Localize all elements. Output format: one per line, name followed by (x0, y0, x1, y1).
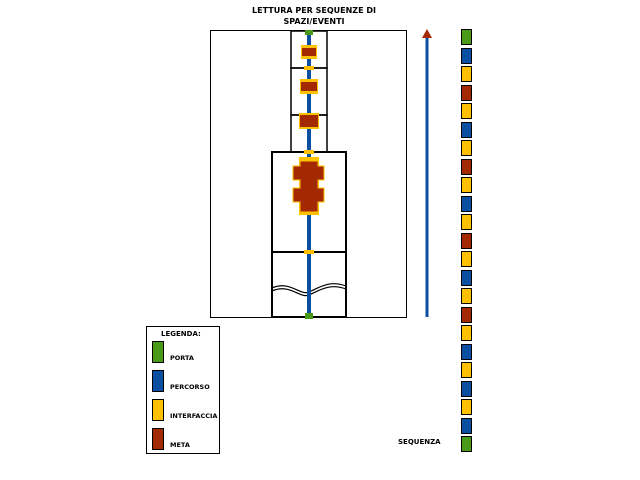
legend-swatch-meta (152, 428, 164, 450)
interface-4 (304, 250, 314, 254)
sequence-cell-interfaccia (461, 214, 472, 230)
diagram-title: LETTURA PER SEQUENZE DI SPAZI/EVENTI (200, 5, 428, 27)
sequence-cell-percorso (461, 343, 472, 360)
sequence-cell-meta (461, 232, 472, 249)
legend-swatch-interfaccia (152, 399, 164, 421)
legend-swatch-porta (152, 341, 164, 363)
title-line-1: LETTURA PER SEQUENZE DI (252, 6, 376, 15)
legend-label-interfaccia: INTERFACCIA (170, 412, 218, 420)
legend: LEGENDA: PORTA PERCORSO INTERFACCIA META (146, 326, 220, 454)
goal-1 (302, 48, 316, 56)
sequence-cell-porta (461, 436, 472, 452)
sequence-cell-porta (461, 29, 472, 45)
sequence-cell-percorso (461, 121, 472, 138)
sequence-column (461, 29, 472, 455)
sequence-cell-percorso (461, 380, 472, 397)
legend-swatch-percorso (152, 370, 164, 392)
interface-1 (304, 66, 314, 70)
interface-3 (304, 150, 314, 154)
door-bottom (305, 313, 313, 319)
sequence-cell-interfaccia (461, 399, 472, 415)
door-top (305, 30, 313, 35)
title-line-2: SPAZI/EVENTI (283, 17, 345, 26)
goal-3 (300, 115, 318, 127)
legend-label-meta: META (170, 441, 190, 449)
sequence-cell-percorso (461, 269, 472, 286)
sequence-arrow-head (422, 29, 432, 38)
legend-title: LEGENDA: (161, 330, 201, 338)
sequence-cell-percorso (461, 47, 472, 64)
sequence-cell-interfaccia (461, 251, 472, 267)
sequence-cell-meta (461, 158, 472, 175)
goal-2 (301, 82, 317, 91)
sequence-cell-percorso (461, 195, 472, 212)
legend-label-porta: PORTA (170, 354, 194, 362)
sequence-cell-interfaccia (461, 362, 472, 378)
sequence-cell-interfaccia (461, 177, 472, 193)
sequence-cell-meta (461, 306, 472, 323)
sequence-cell-meta (461, 84, 472, 101)
sequence-cell-interfaccia (461, 288, 472, 304)
sequence-cell-percorso (461, 417, 472, 434)
legend-label-percorso: PERCORSO (170, 383, 210, 391)
sequence-label: SEQUENZA (398, 438, 441, 446)
goal-4 (292, 160, 325, 213)
sequence-cell-interfaccia (461, 325, 472, 341)
sequence-cell-interfaccia (461, 66, 472, 82)
sequence-cell-interfaccia (461, 103, 472, 119)
sequence-cell-interfaccia (461, 140, 472, 156)
